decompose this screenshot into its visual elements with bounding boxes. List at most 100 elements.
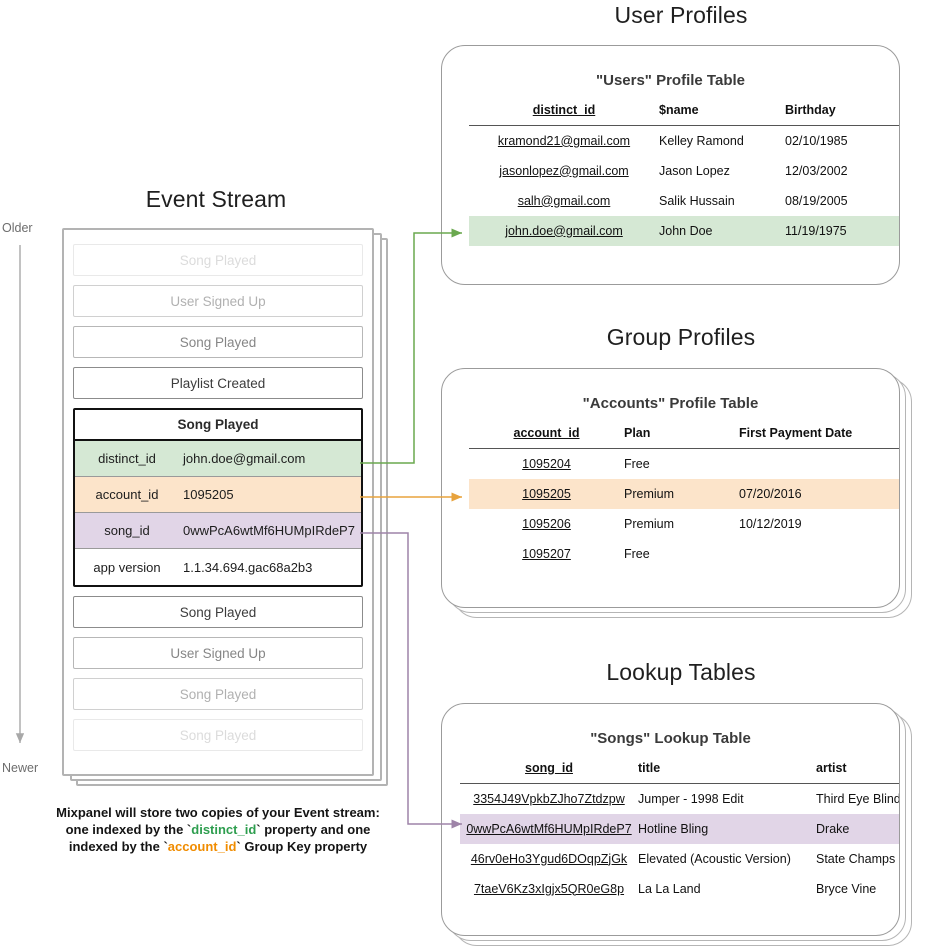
cell-account-id: 1095205 [469,478,624,509]
event-item[interactable]: Playlist Created [73,367,363,399]
cell-first-payment-date [739,449,899,479]
event-property-account-id: account_id 1095205 [75,477,361,513]
cell-name: John Doe [659,215,785,246]
cell-distinct-id: jasonlopez@gmail.com [499,163,629,178]
cell-title: La La Land [638,881,701,896]
event-property-song-id: song_id 0wwPcA6wtMf6HUMpIRdeP7 [75,513,361,549]
property-key: song_id [104,523,150,538]
users-table: distinct_id $name Birthday kramond21@gma… [469,99,899,246]
event-property-distinct-id: distinct_id john.doe@gmail.com [75,441,361,477]
event-stream-list: Song Played User Signed Up Song Played P… [62,228,374,776]
cell-name: Salik Hussain [659,193,735,208]
column-header-birthday: Birthday [785,99,899,126]
cell-name: Jason Lopez [659,163,730,178]
cell-distinct-id: john.doe@gmail.com [469,215,659,246]
event-item[interactable]: Song Played [73,326,363,358]
cell-first-payment-date: 07/20/2016 [739,478,899,509]
property-value: 1.1.34.694.gac68a2b3 [183,559,313,575]
table-row[interactable]: 7taeV6Kz3xIgjx5QR0eG8p La La Land Bryce … [460,874,899,904]
songs-lookup-card: "Songs" Lookup Table song_id title artis… [441,703,900,936]
songs-table: song_id title artist 3354J49VpkbZJho7Ztd… [460,757,900,904]
property-key: distinct_id [98,451,156,466]
column-header-distinct-id: distinct_id [469,99,659,126]
timeline-older-label: Older [2,221,33,235]
table-row[interactable]: 3354J49VpkbZJho7Ztdzpw Jumper - 1998 Edi… [460,784,900,814]
table-row[interactable]: jasonlopez@gmail.com Jason Lopez 12/03/2… [469,156,899,186]
table-row[interactable]: 1095207 Free [469,539,899,569]
cell-title: Jumper - 1998 Edit [638,791,744,806]
cell-birthday: 11/19/1975 [785,215,899,246]
table-row-highlighted[interactable]: john.doe@gmail.com John Doe 11/19/1975 [469,215,899,246]
caption-line-1: Mixpanel will store two copies of your E… [56,805,380,820]
table-row-highlighted[interactable]: 1095205 Premium 07/20/2016 [469,478,899,509]
column-header-title: title [638,757,816,784]
table-row[interactable]: salh@gmail.com Salik Hussain 08/19/2005 [469,186,899,216]
event-item[interactable]: Song Played [73,678,363,710]
cell-artist: Bryce Vine [816,881,877,896]
caption-line-3-b: ` Group Key property [236,839,368,854]
cell-distinct-id: salh@gmail.com [517,193,611,208]
cell-account-id: 1095204 [522,456,571,471]
cell-plan: Premium [624,478,739,509]
cell-first-payment-date [739,539,899,569]
table-row[interactable]: 1095204 Free [469,449,899,479]
cell-birthday: 08/19/2005 [785,193,848,208]
songs-table-title: "Songs" Lookup Table [590,730,751,747]
accounts-table: account_id Plan First Payment Date 10952… [469,422,899,569]
timeline-newer-label: Newer [2,761,39,775]
cell-song-id: 0wwPcA6wtMf6HUMpIRdeP7 [460,813,638,844]
table-row[interactable]: 46rv0eHo3Ygud6DOqpZjGk Elevated (Acousti… [460,844,899,874]
caption-line-3: indexed by the `account_id` Group Key pr… [28,838,408,855]
column-header-plan: Plan [624,422,739,449]
cell-account-id: 1095207 [522,546,571,561]
column-header-name: $name [659,99,785,126]
table-header-row: song_id title artist [460,757,899,784]
caption-token-distinct-id: distinct_id [191,822,257,837]
events-after-group: Song Played User Signed Up Song Played S… [73,596,363,751]
accounts-table-title: "Accounts" Profile Table [582,395,759,412]
table-header-row: distinct_id $name Birthday [469,99,899,126]
cell-birthday: 12/03/2002 [785,163,848,178]
table-row-highlighted[interactable]: 0wwPcA6wtMf6HUMpIRdeP7 Hotline Bling Dra… [460,813,899,844]
cell-artist: Drake [816,813,899,844]
caption-line-2-a: one indexed by the ` [65,822,192,837]
property-value: john.doe@gmail.com [183,451,306,466]
table-row[interactable]: 1095206 Premium 10/12/2019 [469,509,899,539]
cell-plan: Premium [624,516,675,531]
users-table-title: "Users" Profile Table [596,72,745,89]
events-before-group: Song Played User Signed Up Song Played P… [73,244,363,399]
cell-first-payment-date: 10/12/2019 [739,516,802,531]
event-stream-caption: Mixpanel will store two copies of your E… [28,804,408,855]
table-row[interactable]: kramond21@gmail.com Kelley Ramond 02/10/… [469,126,899,156]
event-item[interactable]: Song Played [73,244,363,276]
property-value: 0wwPcA6wtMf6HUMpIRdeP7 [183,523,355,538]
event-item[interactable]: User Signed Up [73,285,363,317]
property-key: account_id [95,487,159,502]
user-profiles-title: User Profiles [614,2,748,28]
cell-plan: Free [624,456,650,471]
cell-title: Elevated (Acoustic Version) [638,851,791,866]
cell-name: Kelley Ramond [659,133,744,148]
event-item[interactable]: Song Played [73,596,363,628]
caption-line-3-a: indexed by the ` [68,839,168,854]
event-item[interactable]: Song Played [73,719,363,751]
users-profile-card: "Users" Profile Table distinct_id $name … [441,45,900,285]
expanded-event-card[interactable]: Song Played distinct_id john.doe@gmail.c… [73,408,363,587]
expanded-event-title: Song Played [75,410,361,441]
column-header-artist: artist [816,757,899,784]
property-key: app version [93,559,161,575]
property-value: 1095205 [183,487,234,502]
cell-title: Hotline Bling [638,813,816,844]
cell-artist: State Champs [816,851,896,866]
cell-artist: Third Eye Blind [816,791,900,806]
cell-song-id: 46rv0eHo3Ygud6DOqpZjGk [470,851,628,866]
cell-birthday: 02/10/1985 [785,133,848,148]
table-header-row: account_id Plan First Payment Date [469,422,899,449]
event-property-app-version: app version 1.1.34.694.gac68a2b3 [75,549,361,585]
caption-line-2-b: ` property and one [256,822,371,837]
column-header-song-id: song_id [460,757,638,784]
event-stream-title: Event Stream [145,186,287,212]
caption-line-2: one indexed by the `distinct_id` propert… [28,821,408,838]
event-item[interactable]: User Signed Up [73,637,363,669]
cell-plan: Free [624,546,650,561]
